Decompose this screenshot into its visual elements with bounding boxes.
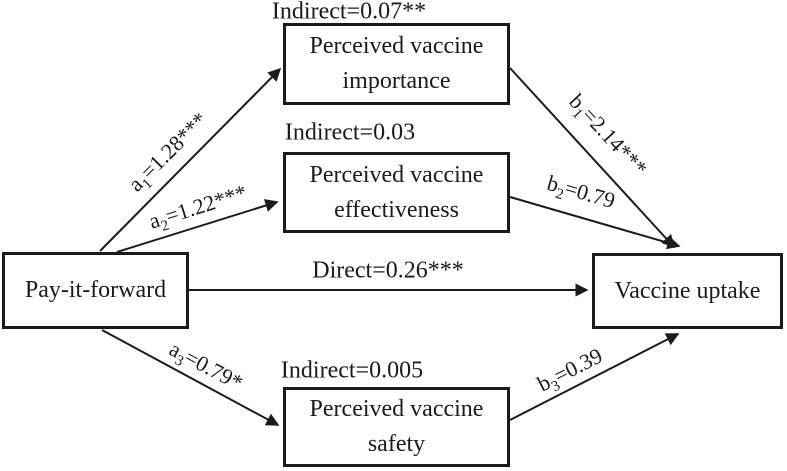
- node-label-line1: Perceived vaccine: [309, 396, 484, 422]
- indirect-effect-importance: Indirect=0.07**: [271, 0, 427, 25]
- arrow-b3: [509, 333, 680, 421]
- arrow-a3: [101, 329, 280, 426]
- node-label-line2: safety: [367, 431, 426, 457]
- direct-effect-label: Direct=0.26***: [312, 257, 464, 284]
- node-pay-it-forward: Pay-it-forward: [2, 252, 189, 329]
- node-vaccine-uptake: Vaccine uptake: [592, 253, 783, 329]
- node-perceived-vaccine-safety: Perceived vaccine safety: [283, 387, 510, 467]
- node-perceived-vaccine-effectiveness: Perceived vaccine effectiveness: [283, 152, 510, 233]
- node-label-line2: importance: [342, 68, 451, 94]
- node-label-line2: effectiveness: [334, 196, 459, 223]
- node-label: Vaccine uptake: [614, 277, 761, 304]
- arrow-a2: [116, 199, 279, 253]
- indirect-effect-effectiveness: Indirect=0.03: [284, 119, 416, 146]
- node-perceived-vaccine-importance: Perceived vaccine importance: [283, 23, 510, 105]
- node-label: Pay-it-forward: [24, 277, 167, 303]
- indirect-effect-safety: Indirect=0.005: [280, 357, 424, 384]
- arrow-b2: [509, 196, 681, 250]
- node-label-line1: Perceived vaccine: [309, 161, 484, 188]
- arrow-a1: [99, 67, 282, 252]
- arrow-b1: [509, 67, 676, 249]
- node-label-line1: Perceived vaccine: [309, 33, 484, 59]
